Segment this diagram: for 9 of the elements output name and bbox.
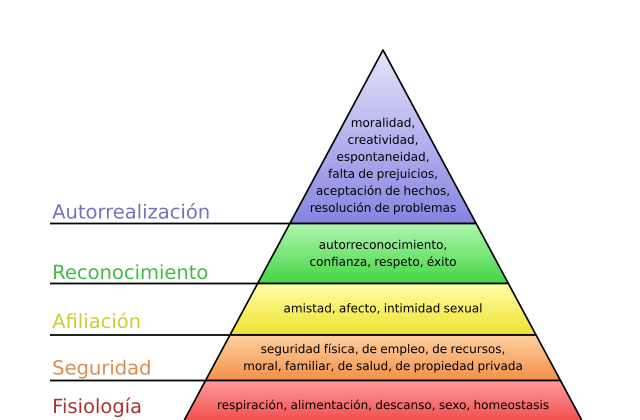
level-name: Afiliación xyxy=(52,312,140,328)
pyramid-level: autorreconocimiento, confianza, respeto, éxito xyxy=(256,222,510,284)
level-name: Fisiología xyxy=(54,397,140,418)
level-name: Autorrealización xyxy=(52,202,209,219)
pyramid-level: seguridad física, de empleo, de recursos, moral, familiar, de salud, de propiedad privada xyxy=(204,334,562,382)
pyramid-level: amistad, afecto, intimidad sexual xyxy=(229,282,537,336)
level-name: Reconocimiento xyxy=(54,264,208,280)
pyramid-level: respiración, alimentación, descanso, sexo, homeostasis xyxy=(184,380,582,420)
level-name: Seguridad xyxy=(53,360,150,379)
